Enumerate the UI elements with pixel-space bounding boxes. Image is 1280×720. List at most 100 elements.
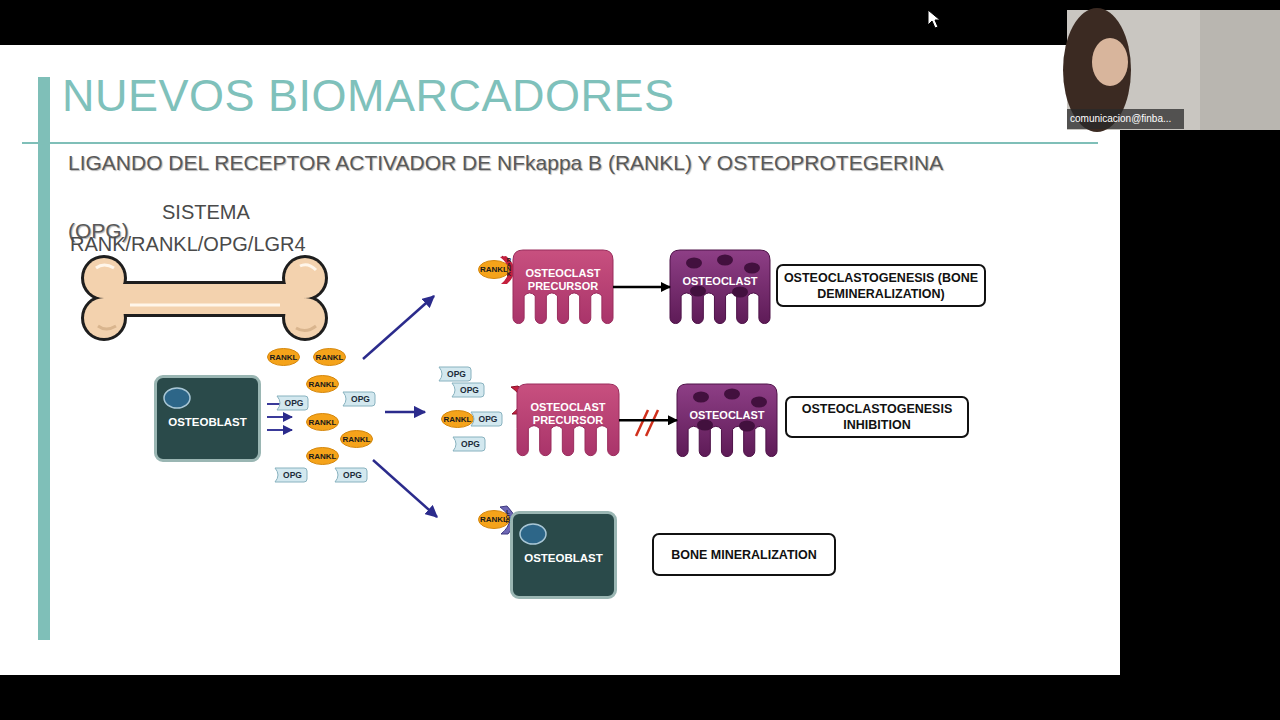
rankl-ligand: RANKL <box>441 410 474 428</box>
node-text: BONE MINERALIZATION <box>667 547 821 563</box>
node-text: RANKL <box>270 353 298 362</box>
ligand-oval <box>268 349 300 366</box>
ligand-oval <box>307 376 339 393</box>
rankl-ligand: RANKL <box>306 447 339 465</box>
secretion-arrow <box>267 429 292 431</box>
osteoblast-cell: OSTEOBLAST <box>154 375 261 462</box>
opg-tag <box>343 392 375 406</box>
cell-nucleus <box>690 286 706 297</box>
opg-tag <box>277 396 308 410</box>
ligand-oval <box>479 511 510 529</box>
bone-shaft-fill <box>104 284 304 314</box>
webcam-wall <box>1200 10 1280 130</box>
person-face <box>1092 38 1128 86</box>
opg-tag <box>471 412 502 426</box>
webcam-name-bg <box>1067 109 1184 129</box>
cell-nucleus <box>717 255 733 266</box>
overlay-heading: SISTEMA <box>162 201 250 223</box>
pathway-arrows <box>363 296 437 517</box>
precursor-cell: OSTEOCLAST PRECURSOR <box>513 250 613 324</box>
opg-protein: OPG <box>438 366 472 382</box>
cell-body <box>670 250 770 324</box>
node-text: OPG <box>444 369 466 379</box>
opg-protein: OPG <box>334 467 368 483</box>
node-text: OPG <box>457 385 479 395</box>
node-text: RANKL <box>309 380 337 389</box>
overlay-heading: RANK/RANKL/OPG/LGR4 <box>70 233 306 255</box>
rankl-ligand: RANKL <box>478 260 510 279</box>
block-slash <box>646 410 658 436</box>
node-text: OPG <box>280 470 302 480</box>
ligand-oval <box>307 448 339 465</box>
outcome-box: OSTEOCLASTOGENESIS INHIBITION <box>785 396 969 438</box>
shape-outline <box>670 250 770 324</box>
cell-nucleus <box>164 388 190 408</box>
rankl-ligand: RANKL <box>340 430 373 448</box>
bone-highlight <box>96 265 316 305</box>
process-arrow <box>619 419 677 422</box>
ligand-oval <box>341 431 373 448</box>
pathway-arrow <box>373 460 437 517</box>
node-text: OPG <box>476 414 498 424</box>
node-text: OSTEOCLAST <box>682 250 757 287</box>
opg-protein: OPG <box>276 395 309 411</box>
node-text: OPG <box>348 394 370 404</box>
opg-protein: OPG <box>452 436 486 452</box>
ligand-oval <box>442 411 474 428</box>
slide-title: NUEVOS BIOMARCADORES <box>62 73 675 118</box>
rankl-ligand: RANKL <box>306 413 339 431</box>
webcam-name: comunicacion@finba... <box>1070 112 1171 126</box>
node-text: OSTEOCLASTOGENESIS (BONE DEMINERALIZATIO… <box>778 270 984 302</box>
blocked-mark <box>636 410 658 436</box>
cell-body <box>513 250 613 324</box>
cell-nucleus <box>686 258 702 269</box>
bone-shade <box>98 326 316 331</box>
node-text: RANKL <box>343 435 371 444</box>
rankl-ligand: RANKL <box>313 348 346 366</box>
secretion-arrow <box>267 416 292 418</box>
title-rule <box>22 142 1098 144</box>
ligand-oval <box>314 349 346 366</box>
webcam-overlay <box>1063 8 1280 132</box>
cell-body <box>677 384 777 457</box>
cell-nucleus <box>697 420 713 431</box>
node-text: RANKL <box>444 415 472 424</box>
precursor-cell: OSTEOCLAST PRECURSOR <box>517 384 619 456</box>
node-text: OSTEOBLAST <box>524 546 603 564</box>
slide-background <box>0 45 1120 675</box>
pathway-arrow <box>363 296 434 359</box>
osteoclast-cell: OSTEOCLAST <box>670 250 770 324</box>
node-text: RANKL <box>309 452 337 461</box>
bone-shaft <box>104 284 304 314</box>
opg-tag <box>439 367 471 381</box>
opg-protein: OPG <box>274 467 308 483</box>
outcome-box: BONE MINERALIZATION <box>652 533 836 576</box>
bone-illustration <box>84 258 325 338</box>
outcome-box: OSTEOCLASTOGENESIS (BONE DEMINERALIZATIO… <box>776 264 986 307</box>
node-text: OPG <box>282 398 304 408</box>
opg-tag <box>275 468 307 482</box>
osteoclast-cell: OSTEOCLAST <box>677 384 777 457</box>
node-text: OSTEOCLAST PRECURSOR <box>517 250 609 293</box>
accent-bar <box>38 77 50 640</box>
cell-nucleus <box>744 263 760 274</box>
cell-nucleus <box>732 287 748 298</box>
ligand-oval <box>307 414 339 431</box>
node-text: OPG <box>458 439 480 449</box>
opg-tag <box>453 437 485 451</box>
cell-nucleus <box>751 397 767 408</box>
cell-nucleus <box>693 392 709 403</box>
node-text: OSTEOCLAST <box>689 384 764 421</box>
node-text: OSTEOBLAST <box>168 410 247 428</box>
node-text: RANKL <box>480 265 508 274</box>
mouse-cursor <box>928 10 940 28</box>
node-text: OSTEOCLAST PRECURSOR <box>522 384 614 427</box>
cell-body <box>517 384 619 456</box>
block-slash <box>636 410 648 436</box>
opg-tag <box>452 383 484 397</box>
opg-protein: OPG <box>451 382 485 398</box>
node-text: RANKL <box>316 353 344 362</box>
